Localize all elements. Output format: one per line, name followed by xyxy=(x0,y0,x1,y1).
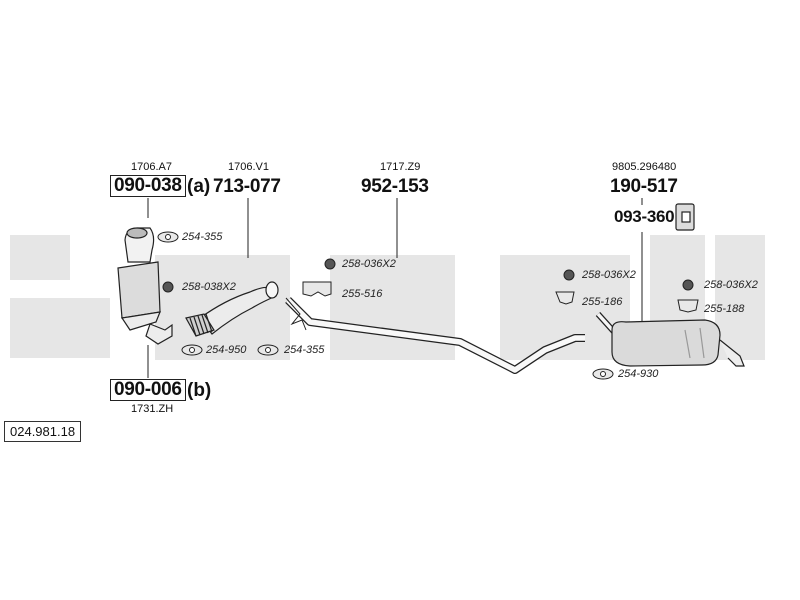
accessory-label[interactable]: 255-186 xyxy=(582,296,623,308)
accessory-label[interactable]: 254-355 xyxy=(182,231,223,243)
flexible-pipe-part xyxy=(185,281,279,337)
part-number-cat[interactable]: 090-006 xyxy=(110,379,186,401)
diagram-number: 024.981.18 xyxy=(4,421,82,442)
oe-number-rear: 9805.296480 xyxy=(612,161,677,173)
part-number-bracket[interactable]: 093-360 xyxy=(614,207,675,226)
leader-lines xyxy=(147,198,643,378)
accessory-label[interactable]: 258-036X2 xyxy=(342,258,396,270)
accessory-label[interactable]: 258-036X2 xyxy=(582,269,636,281)
part-number-dpf[interactable]: 090-038 xyxy=(110,175,186,197)
part-number-rear[interactable]: 190-517 xyxy=(610,176,678,197)
accessory-label[interactable]: 254-950 xyxy=(206,344,247,356)
bracket-part xyxy=(675,203,695,231)
oe-number-flex: 1706.V1 xyxy=(228,161,269,173)
accessory-glyphs xyxy=(157,231,699,380)
accessory-label[interactable]: 255-188 xyxy=(704,303,745,315)
middle-pipe-part xyxy=(285,297,585,374)
accessory-label[interactable]: 254-930 xyxy=(618,368,659,380)
part-number-flex[interactable]: 713-077 xyxy=(213,176,281,197)
oe-number-cat: 1731.ZH xyxy=(131,403,174,415)
part-number-mid[interactable]: 952-153 xyxy=(361,176,429,197)
part-suffix-cat: (b) xyxy=(187,380,212,401)
dpf-catalyst-part xyxy=(117,227,173,345)
oe-number-dpf: 1706.A7 xyxy=(131,161,172,173)
part-suffix-dpf: (a) xyxy=(187,176,211,197)
rear-silencer-part xyxy=(595,311,745,367)
oe-number-mid: 1717.Z9 xyxy=(380,161,421,173)
accessory-label[interactable]: 254-355 xyxy=(284,344,325,356)
accessory-label[interactable]: 258-038X2 xyxy=(182,281,236,293)
accessory-label[interactable]: 258-036X2 xyxy=(704,279,758,291)
accessory-label[interactable]: 255-516 xyxy=(342,288,383,300)
